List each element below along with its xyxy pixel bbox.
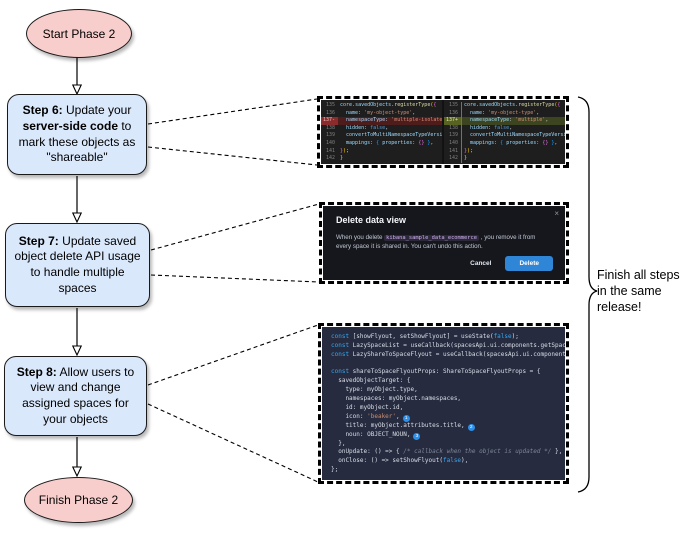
arrow-step6-to-step7 bbox=[71, 176, 83, 224]
release-annotation: Finish all steps in the same release! bbox=[597, 268, 680, 314]
arrow-step7-to-step8 bbox=[71, 308, 83, 357]
code-line: onUpdate: () => { /* callback when the o… bbox=[331, 448, 563, 456]
code-line bbox=[331, 360, 565, 369]
step6-prefix: Step 6: bbox=[22, 103, 63, 118]
arrow-start-to-step6 bbox=[71, 57, 83, 96]
code-line: type: myObject.type, bbox=[331, 386, 418, 394]
step8-text-1: Allow users to view and change assigned … bbox=[22, 364, 135, 426]
code-line: 142} bbox=[325, 155, 344, 162]
code-line: 139 convertToMultiNamespaceTypeVersion: … bbox=[448, 132, 565, 140]
code-line: namespaces: myObject.namespaces, bbox=[331, 394, 462, 402]
code-line: }, bbox=[331, 439, 346, 447]
callout-badge: 1 bbox=[402, 414, 410, 422]
step6-text-1: Update your bbox=[62, 103, 132, 118]
code-line: 138 hidden: false, bbox=[444, 124, 565, 133]
code-line: noun: OBJECT_NOUN,3 bbox=[331, 431, 565, 440]
modal-screenshot-frame: Delete data view × When you delete kiban… bbox=[319, 202, 569, 284]
code-line: 142} bbox=[444, 155, 565, 163]
step7-prefix: Step 7: bbox=[18, 233, 59, 248]
delete-button[interactable]: Delete bbox=[505, 256, 553, 271]
code-line: const [showFlyout, setShowFlyout] = useS… bbox=[331, 333, 519, 340]
code-line: 139 convertToMultiNamespaceTypeVersion: … bbox=[325, 132, 442, 139]
modal-body-pre: When you delete bbox=[336, 234, 385, 241]
close-icon[interactable]: × bbox=[554, 209, 559, 218]
code-line: 141}); bbox=[444, 147, 565, 156]
code-line: 137+ namespaceType: 'multiple', bbox=[444, 117, 565, 125]
flyout-code-lines: const [showFlyout, setShowFlyout] = useS… bbox=[322, 327, 565, 480]
finish-node-label: Finish Phase 2 bbox=[38, 493, 119, 507]
step7-text-1: Update saved object delete API usage to … bbox=[14, 233, 141, 295]
zoom-connectors bbox=[147, 98, 320, 483]
code-line: onClose: () => setShowFlyout(false), bbox=[331, 457, 469, 465]
step6-node: Step 6: Update your server-side code to … bbox=[7, 94, 147, 175]
step6-text: Step 6: Update your server-side code to … bbox=[13, 103, 141, 165]
code-screenshot-frame: const [showFlyout, setShowFlyout] = useS… bbox=[318, 323, 569, 484]
code-line: icon: 'beaker',1 bbox=[331, 413, 565, 422]
modal-actions: Cancel Delete bbox=[470, 256, 553, 271]
diff-pane-divider bbox=[442, 100, 444, 164]
delete-data-view-modal: Delete data view × When you delete kiban… bbox=[323, 206, 565, 280]
code-line: 137- namespaceType: 'multiple-isolated', bbox=[321, 117, 442, 125]
data-view-name-chip: kibana_sample_data_ecommerce bbox=[384, 235, 480, 241]
step8-node: Step 8: Allow users to view and change a… bbox=[4, 356, 147, 436]
code-line: 138 hidden: false, bbox=[325, 124, 389, 131]
arrow-step8-to-finish bbox=[71, 437, 83, 478]
step6-emphasis: server-side code bbox=[22, 118, 119, 133]
start-node-label: Start Phase 2 bbox=[42, 26, 116, 41]
step7-text: Step 7: Update saved object delete API u… bbox=[11, 234, 144, 296]
code-line: const LazySpaceList = useCallback(spaces… bbox=[331, 341, 565, 349]
step7-node: Step 7: Update saved object delete API u… bbox=[5, 223, 150, 307]
cancel-button[interactable]: Cancel bbox=[470, 260, 492, 267]
code-line: const shareToSpaceFlyoutProps: ShareToSp… bbox=[331, 368, 541, 376]
code-line: 140 mappings: { properties: {} }, bbox=[325, 139, 434, 146]
code-line: const LazyShareToSpaceFlyout = useCallba… bbox=[331, 350, 565, 358]
code-line: title: myObject.attributes.title,2 bbox=[331, 422, 565, 431]
code-line: 136 name: 'my-object-type', bbox=[325, 109, 416, 116]
modal-title: Delete data view bbox=[336, 215, 407, 225]
curly-brace bbox=[577, 96, 598, 493]
step8-text: Step 8: Allow users to view and change a… bbox=[10, 365, 141, 427]
finish-node: Finish Phase 2 bbox=[24, 477, 133, 523]
code-line: 141}); bbox=[325, 147, 350, 154]
start-node: Start Phase 2 bbox=[26, 9, 132, 58]
code-line: }; bbox=[331, 466, 339, 474]
callout-badge: 3 bbox=[413, 432, 421, 440]
modal-body-post: , you remove it from every space it is s… bbox=[336, 234, 536, 250]
step6-text-2: to mark these objects as "shareable" bbox=[18, 118, 136, 165]
code-line: id: myObject.id, bbox=[331, 403, 404, 411]
code-line: 140 mappings: { properties: {} }, bbox=[444, 139, 565, 148]
step8-prefix: Step 8: bbox=[16, 364, 57, 379]
code-line: 136 name: 'my-object-type', bbox=[444, 109, 565, 118]
modal-body-text: When you delete kibana_sample_data_ecomm… bbox=[336, 234, 550, 251]
code-line: savedObjectTarget: { bbox=[331, 377, 411, 385]
callout-badge: 2 bbox=[467, 423, 475, 431]
